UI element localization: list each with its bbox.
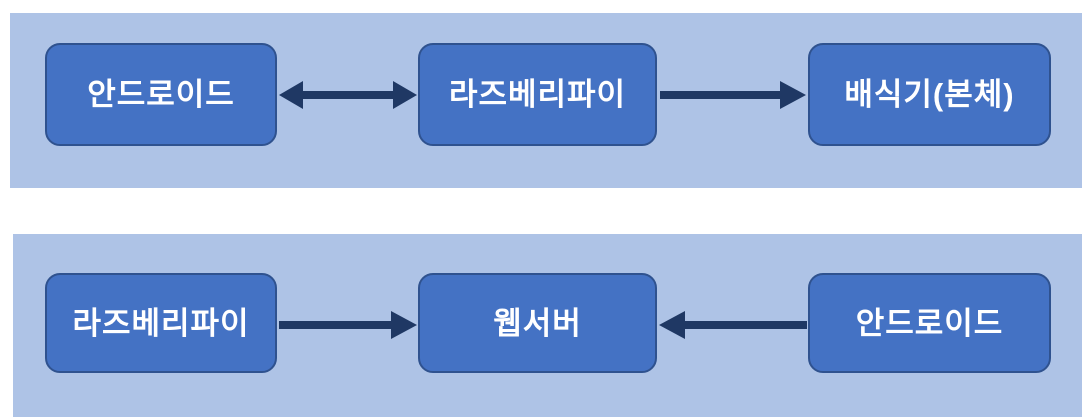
left-arrow-icon xyxy=(659,311,807,339)
node-android-top: 안드로이드 xyxy=(45,43,277,146)
node-raspberry-pi-top-label: 라즈베리파이 xyxy=(448,77,627,112)
right-arrow-icon xyxy=(279,311,417,339)
node-raspberry-pi-bottom: 라즈베리파이 xyxy=(45,273,277,373)
node-raspberry-pi-top: 라즈베리파이 xyxy=(418,43,657,146)
node-raspberry-pi-bottom-label: 라즈베리파이 xyxy=(72,305,250,341)
node-android-bottom: 안드로이드 xyxy=(808,273,1051,373)
node-web-server-label: 웹서버 xyxy=(493,305,582,341)
node-dispenser-body-label: 배식기(본체) xyxy=(844,77,1015,112)
node-web-server: 웹서버 xyxy=(418,273,657,373)
node-dispenser-body: 배식기(본체) xyxy=(808,43,1051,146)
node-android-bottom-label: 안드로이드 xyxy=(855,305,1004,341)
right-arrow-icon xyxy=(660,81,806,109)
bidirectional-arrow-icon xyxy=(279,81,417,109)
node-android-top-label: 안드로이드 xyxy=(87,77,235,112)
